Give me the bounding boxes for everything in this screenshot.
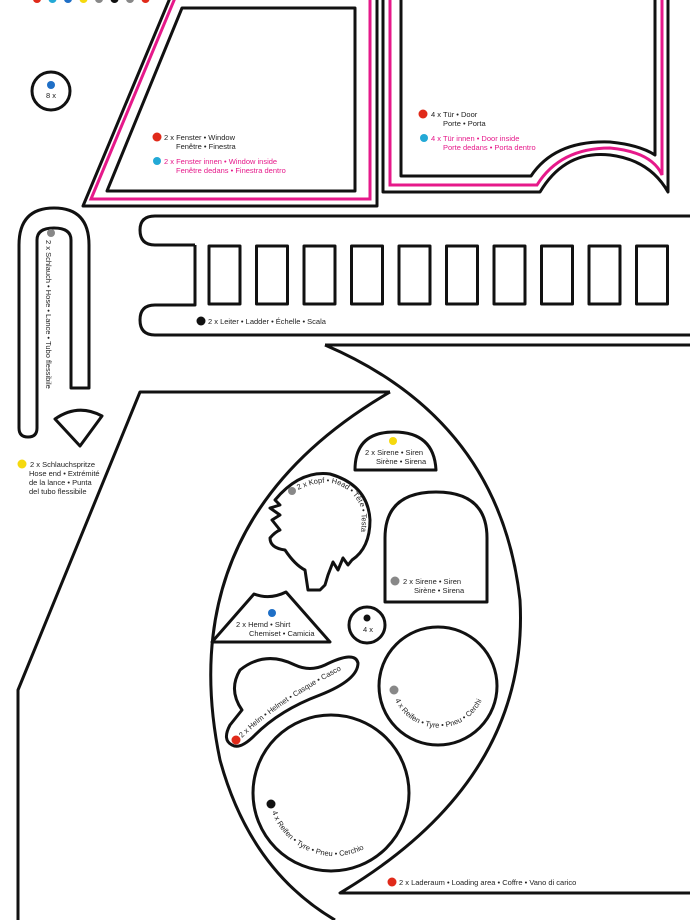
helmet-piece: 2 x Helm • Helmet • Casque • Casco [225, 655, 360, 748]
head-label: 2 x Kopf • Head • Tête • Testa [295, 476, 368, 534]
ladder-rung [635, 244, 669, 306]
gray-legend-dot-icon [95, 0, 103, 3]
tyre-large-piece: 4 x Reifen • Tyre • Pneu • Cerchio [251, 713, 411, 873]
hose-piece: 2 x Schlauch • Hose • Lance • Tubo fless… [17, 206, 91, 439]
button-piece: 4 x [347, 605, 387, 645]
red-dot-icon [418, 109, 428, 119]
red-dot-icon [387, 877, 397, 887]
legend-dots [33, 0, 150, 3]
yellow-legend-dot-icon [79, 0, 88, 3]
hose-end-label-4: del tubo flessibile [29, 487, 87, 496]
ladder-piece: 2 x Leiter • Ladder • Échelle • Scala [138, 214, 690, 337]
loading-area-label: 2 x Laderaum • Loading area • Coffre • V… [399, 878, 576, 887]
ladder-rung [445, 244, 479, 306]
siren-small-label-2: Sirène • Sirena [376, 457, 427, 466]
siren-small-label: 2 x Sirene • Siren [365, 448, 423, 457]
ladder-rung [492, 244, 527, 306]
ladder-rung [397, 244, 432, 306]
rivet-count: 8 x [46, 91, 56, 100]
door-label-2: Porte • Porta [443, 119, 486, 128]
window-label-2: Fenêtre • Finestra [176, 142, 237, 151]
ladder-rung [540, 244, 574, 306]
gray-dot-icon [288, 487, 296, 495]
shirt-label: 2 x Hemd • Shirt [236, 620, 291, 629]
red-legend-dot-icon [33, 0, 41, 3]
red-legend-dot-icon [141, 0, 150, 3]
yellow-dot-icon [17, 459, 27, 469]
window-piece: 2 x Fenster • Window Fenêtre • Finestra … [81, 0, 379, 208]
red-dot-icon [231, 735, 241, 745]
window-inside-label-2: Fenêtre dedans • Finestra dentro [176, 166, 286, 175]
hose-end-label-3: de la lance • Punta [29, 478, 92, 487]
siren-large-label-2: Sirène • Sirena [414, 586, 465, 595]
tyre-large-label: 4 x Reifen • Tyre • Pneu • Cerchio [270, 809, 365, 858]
black-dot-icon [363, 614, 371, 622]
hose-end-label-2: Hose end • Extrémité [29, 469, 100, 478]
black-dot-icon [196, 316, 206, 326]
shirt-label-2: Chemiset • Camicia [249, 629, 315, 638]
button-count: 4 x [363, 625, 373, 634]
window-label: 2 x Fenster • Window [164, 133, 236, 142]
black-dot-icon [266, 799, 276, 809]
ladder-rung [350, 244, 384, 306]
ladder-label: 2 x Leiter • Ladder • Échelle • Scala [208, 317, 327, 326]
ladder-rung [302, 244, 337, 306]
cyan-dot-icon [153, 157, 161, 165]
hose-end-label: 2 x Schlauchspritze [30, 460, 95, 469]
cyan-dot-icon [420, 134, 428, 142]
window-inside-label: 2 x Fenster innen • Window inside [164, 157, 277, 166]
siren-large-piece: 2 x Sirene • Siren Sirène • Sirena [383, 490, 489, 604]
ladder-rung [587, 244, 622, 306]
siren-large-label: 2 x Sirene • Siren [403, 577, 461, 586]
black-legend-dot-icon [110, 0, 119, 3]
gray-dot-icon [390, 576, 400, 586]
door-inside-label-2: Porte dedans • Porta dentro [443, 143, 536, 152]
cyan-legend-dot-icon [48, 0, 57, 3]
siren-small-piece: 2 x Sirene • Siren Sirène • Sirena [353, 430, 438, 472]
shirt-piece: 2 x Hemd • Shirt Chemiset • Camicia [210, 590, 332, 644]
blue-dot-icon [268, 609, 276, 617]
gray-legend-dot-icon [126, 0, 134, 3]
gray-dot-icon [389, 685, 399, 695]
door-label: 4 x Tür • Door [431, 110, 478, 119]
rivet-piece: 8 x [30, 70, 72, 112]
door-inside-label: 4 x Tür innen • Door inside [431, 134, 519, 143]
ladder-rung [255, 244, 289, 306]
hose-end-piece: 2 x Schlauchspritze Hose end • Extrémité… [17, 408, 104, 496]
yellow-dot-icon [389, 437, 397, 445]
head-piece: 2 x Kopf • Head • Tête • Testa [268, 472, 372, 592]
blue-legend-dot-icon [64, 0, 72, 3]
door-piece: 4 x Tür • Door Porte • Porta 4 x Tür inn… [381, 0, 670, 194]
hose-label: 2 x Schlauch • Hose • Lance • Tubo fless… [44, 240, 53, 389]
blue-dot-icon [47, 81, 55, 89]
ladder-rung [207, 244, 242, 306]
red-dot-icon [152, 132, 162, 142]
gray-dot-icon [47, 229, 55, 237]
loading-area-piece: 2 x Laderaum • Loading area • Coffre • V… [16, 343, 690, 920]
